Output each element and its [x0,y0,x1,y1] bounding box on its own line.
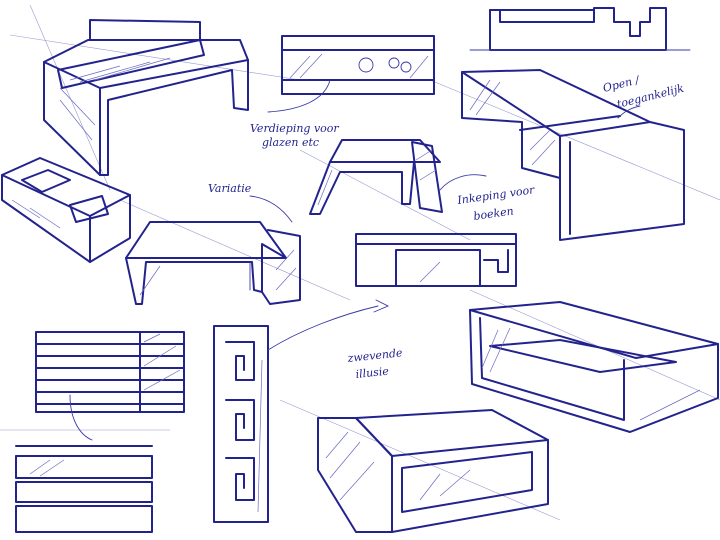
sketch-small-bench [1,157,131,263]
note-deepening: Verdieping voor [250,122,339,135]
sketch-drawer-elevation [15,445,153,533]
note-recess-2: boeken [473,204,515,223]
sketch-table-recess [309,139,487,215]
sketch-elevation-glass [267,35,435,113]
sketch-floating-table [469,301,719,433]
note-recess: Inkeping voor [456,183,536,207]
sketch-meander [213,299,390,523]
sketch-slat-elevation [35,331,185,441]
annotation-floating: zwevende illusie [346,346,404,381]
note-floating: zwevende [346,346,404,365]
sketch-table-variation [125,221,301,305]
annotation-deepening: Verdieping voor glazen etc [250,122,339,149]
note-variation: Variatie [208,182,252,195]
construction-lines [0,4,720,521]
annotation-recess: Inkeping voor boeken [456,183,536,223]
note-open: Open / [602,73,642,95]
note-floating-2: illusie [355,365,390,381]
sketch-table-bottom [317,409,549,533]
sketch-elevation-shelf [355,233,517,287]
note-deepening-2: glazen etc [262,136,319,149]
sketch-bench [43,19,249,176]
sketch-stepped-elevation [469,7,691,51]
annotation-variation: Variatie [208,182,293,223]
sketch-coffee-table-right [461,69,685,241]
